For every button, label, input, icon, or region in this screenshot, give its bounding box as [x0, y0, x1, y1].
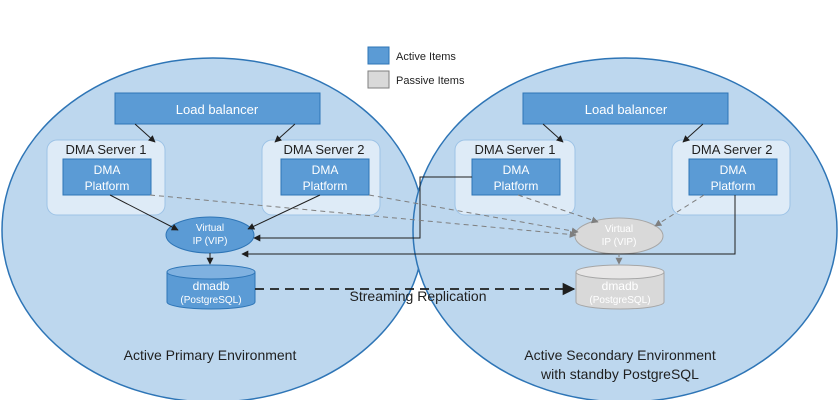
- secondary-server-1: DMA Server 1 DMA Platform: [454, 139, 576, 216]
- primary-server-2: DMA Server 2 DMA Platform: [261, 139, 381, 216]
- primary-server-1: DMA Server 1 DMA Platform: [46, 139, 166, 216]
- secondary-platform-2-line1: DMA: [720, 163, 747, 177]
- secondary-database: dmadb (PostgreSQL): [575, 264, 665, 310]
- primary-platform-1: [62, 158, 152, 196]
- legend-passive-label: Passive Items: [396, 75, 465, 87]
- secondary-db-name: dmadb: [602, 279, 639, 293]
- secondary-vip-line2: IP (VIP): [602, 237, 637, 248]
- legend-active-swatch: [367, 46, 390, 65]
- secondary-load-balancer-label: Load balancer: [585, 102, 668, 117]
- secondary-server-2-title: DMA Server 2: [692, 142, 773, 157]
- secondary-platform-2-line2: Platform: [711, 179, 756, 193]
- secondary-lb-to-server2-arrow: [682, 123, 704, 143]
- primary-server-1-title: DMA Server 1: [66, 142, 147, 157]
- primary-lb-to-server1-arrow: [134, 123, 156, 143]
- primary-platform-2-line1: DMA: [312, 163, 339, 177]
- secondary-p2-to-primary-vip-arrow: [241, 195, 736, 258]
- secondary-server-2: DMA Server 2 DMA Platform: [671, 139, 791, 216]
- primary-platform-1-line1: DMA: [94, 163, 121, 177]
- primary-load-balancer-label: Load balancer: [176, 102, 259, 117]
- primary-database: dmadb (PostgreSQL): [166, 264, 256, 310]
- secondary-server-1-title: DMA Server 1: [475, 142, 556, 157]
- secondary-p2-to-secondary-vip-dashed: [654, 194, 705, 227]
- primary-p1-to-vip-arrow: [109, 194, 179, 231]
- primary-platform-1-line2: Platform: [85, 179, 130, 193]
- primary-caption: Active Primary Environment: [124, 347, 297, 363]
- secondary-db-engine: (PostgreSQL): [589, 295, 650, 306]
- primary-load-balancer: Load balancer: [114, 92, 321, 125]
- replication-label: Streaming Replication: [350, 288, 487, 304]
- primary-vip-line2: IP (VIP): [193, 236, 228, 247]
- secondary-caption-line2: with standby PostgreSQL: [540, 366, 699, 382]
- secondary-lb-to-server1-arrow: [542, 123, 564, 143]
- legend-passive-swatch: [367, 70, 390, 89]
- primary-lb-to-server2-arrow: [274, 123, 296, 143]
- legend: Active Items Passive Items: [367, 46, 465, 89]
- primary-server-2-title: DMA Server 2: [284, 142, 365, 157]
- secondary-vip: Virtual IP (VIP): [574, 217, 664, 255]
- primary-vip: Virtual IP (VIP): [165, 216, 255, 254]
- secondary-vip-line1: Virtual: [605, 224, 633, 235]
- secondary-p1-to-primary-vip-arrow: [253, 176, 472, 242]
- primary-db-name: dmadb: [193, 279, 230, 293]
- primary-vip-line1: Virtual: [196, 223, 224, 234]
- secondary-platform-1-line1: DMA: [503, 163, 530, 177]
- legend-active-label: Active Items: [396, 51, 456, 63]
- secondary-caption-line1: Active Secondary Environment: [524, 347, 716, 363]
- primary-platform-2: [280, 158, 370, 196]
- secondary-platform-2: [688, 158, 778, 196]
- secondary-load-balancer: Load balancer: [522, 92, 729, 125]
- primary-p2-to-vip-arrow: [247, 194, 321, 230]
- primary-db-engine: (PostgreSQL): [180, 295, 241, 306]
- primary-platform-2-line2: Platform: [303, 179, 348, 193]
- secondary-platform-1-line2: Platform: [494, 179, 539, 193]
